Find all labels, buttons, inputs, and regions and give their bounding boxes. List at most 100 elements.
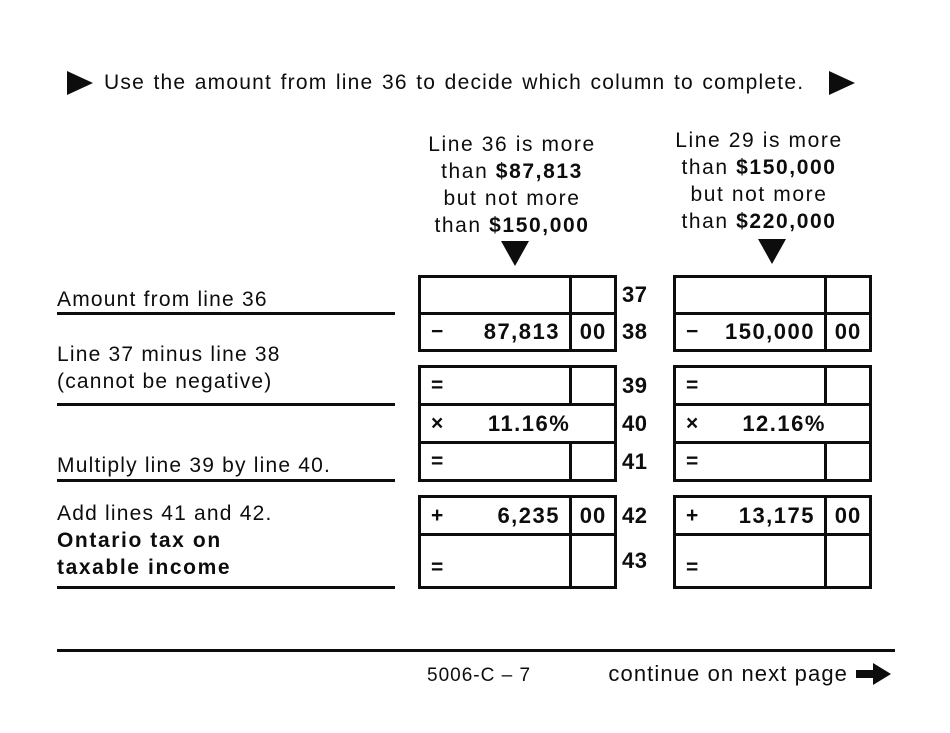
- rate-value: 12.16%: [742, 410, 826, 436]
- column-a-group-3: +6,235 00 =: [418, 495, 617, 589]
- equals-operator: =: [686, 373, 700, 397]
- threshold-amount: $150,000: [736, 156, 837, 179]
- row-42-col-a: +6,235 00: [421, 498, 614, 533]
- column-a-header-line1: Line 36 is more: [428, 133, 596, 156]
- minus-operator: −: [431, 320, 445, 343]
- cents-field-38b: 00: [824, 315, 869, 349]
- cents-field-43b[interactable]: [824, 536, 869, 586]
- column-a-group-1: − 87,813 00: [418, 275, 617, 352]
- line-number-41: 41: [622, 448, 648, 474]
- row-41-col-a: =: [421, 441, 614, 479]
- cents-field-39a[interactable]: [569, 368, 614, 403]
- amount-field-41a[interactable]: =: [421, 444, 569, 479]
- row-38-col-b: − 150,000 00: [676, 312, 869, 349]
- column-b-header-line2: than $150,000: [681, 156, 837, 179]
- label-amount-from-line-36: Amount from line 36: [57, 288, 268, 311]
- amount-field-38b: − 150,000: [676, 315, 824, 349]
- cents-value: 00: [834, 502, 862, 528]
- column-b-group-3: +13,175 00 =: [673, 495, 872, 589]
- line-number-39: 39: [622, 372, 648, 398]
- plus-operator: +: [431, 503, 445, 527]
- line-number-37: 37: [622, 282, 648, 307]
- page-reference: 5006-C – 7: [427, 665, 532, 686]
- amount-value: 6,235: [497, 502, 560, 528]
- down-triangle-icon: [501, 241, 529, 266]
- right-triangle-icon: [829, 71, 856, 95]
- minus-operator: −: [686, 320, 700, 343]
- right-triangle-icon: [67, 71, 93, 95]
- rate-value: 11.16%: [487, 410, 571, 436]
- column-b-header-line4: than $220,000: [681, 210, 837, 233]
- threshold-amount: $87,813: [495, 160, 583, 183]
- amount-field-37a[interactable]: [421, 278, 569, 312]
- amount-field-43a[interactable]: =: [421, 536, 569, 586]
- times-operator: ×: [686, 411, 700, 435]
- row-38-col-a: − 87,813 00: [421, 312, 614, 349]
- threshold-amount: $220,000: [736, 210, 837, 233]
- cents-field-42a: 00: [569, 498, 614, 533]
- instruction-text: Use the amount from line 36 to decide wh…: [104, 71, 805, 94]
- row-39-col-a: =: [421, 368, 614, 403]
- down-triangle-icon: [758, 239, 786, 264]
- cents-value: 00: [579, 502, 607, 528]
- column-a-header-line2: than $87,813: [441, 160, 583, 183]
- arrow-right-icon: [856, 661, 892, 687]
- continue-on-next-page: continue on next page: [608, 661, 892, 687]
- continue-text: continue on next page: [608, 661, 848, 686]
- column-b-header-line1: Line 29 is more: [675, 129, 843, 152]
- label-multiply-line39-by-line40: Multiply line 39 by line 40.: [57, 454, 332, 477]
- times-operator: ×: [431, 411, 445, 435]
- cents-field-38a: 00: [569, 315, 614, 349]
- label-line37-minus-line38: Line 37 minus line 38 (cannot be negativ…: [57, 343, 281, 393]
- instruction-banner: Use the amount from line 36 to decide wh…: [67, 71, 856, 95]
- column-a-header: Line 36 is more than $87,813 but not mor…: [399, 131, 625, 239]
- equals-operator: =: [686, 449, 700, 473]
- column-a-header-line3: but not more: [443, 187, 581, 210]
- row-42-col-b: +13,175 00: [676, 498, 869, 533]
- plus-operator: +: [686, 503, 700, 527]
- row-43-col-b: =: [676, 533, 869, 586]
- column-b-header-line3: but not more: [690, 183, 828, 206]
- amount-field-42a: +6,235: [421, 498, 569, 533]
- cents-field-42b: 00: [824, 498, 869, 533]
- line-number-43: 43: [622, 548, 648, 573]
- rate-field-40a: × 11.16%: [421, 406, 614, 441]
- amount-field-39b[interactable]: =: [676, 368, 824, 403]
- threshold-amount: $150,000: [489, 214, 590, 237]
- cents-field-43a[interactable]: [569, 536, 614, 586]
- label-underline: [57, 479, 395, 482]
- amount-field-41b[interactable]: =: [676, 444, 824, 479]
- label-underline: [57, 586, 395, 589]
- cents-field-37b[interactable]: [824, 278, 869, 312]
- amount-field-37b[interactable]: [676, 278, 824, 312]
- row-39-col-b: =: [676, 368, 869, 403]
- row-41-col-b: =: [676, 441, 869, 479]
- column-a-group-2: = × 11.16% =: [418, 365, 617, 482]
- row-43-col-a: =: [421, 533, 614, 586]
- equals-operator: =: [686, 556, 700, 579]
- rate-field-40b: × 12.16%: [676, 406, 869, 441]
- column-b-group-1: − 150,000 00: [673, 275, 872, 352]
- amount-value: 87,813: [483, 319, 560, 344]
- amount-field-39a[interactable]: =: [421, 368, 569, 403]
- cents-value: 00: [834, 319, 862, 344]
- footer-divider: [57, 649, 895, 652]
- amount-value: 13,175: [738, 502, 815, 528]
- label-ontario-tax: Add lines 41 and 42. Ontario tax on taxa…: [57, 502, 273, 579]
- row-37-col-b: [676, 278, 869, 312]
- amount-field-43b[interactable]: =: [676, 536, 824, 586]
- amount-field-38a: − 87,813: [421, 315, 569, 349]
- line-number-38: 38: [622, 319, 648, 344]
- column-b-group-2: = × 12.16% =: [673, 365, 872, 482]
- cents-field-37a[interactable]: [569, 278, 614, 312]
- amount-value: 150,000: [724, 319, 815, 344]
- cents-field-41b[interactable]: [824, 444, 869, 479]
- label-underline: [57, 312, 395, 315]
- cents-field-41a[interactable]: [569, 444, 614, 479]
- cents-field-39b[interactable]: [824, 368, 869, 403]
- cents-value: 00: [579, 319, 607, 344]
- equals-operator: =: [431, 373, 445, 397]
- amount-field-42b: +13,175: [676, 498, 824, 533]
- label-underline: [57, 403, 395, 406]
